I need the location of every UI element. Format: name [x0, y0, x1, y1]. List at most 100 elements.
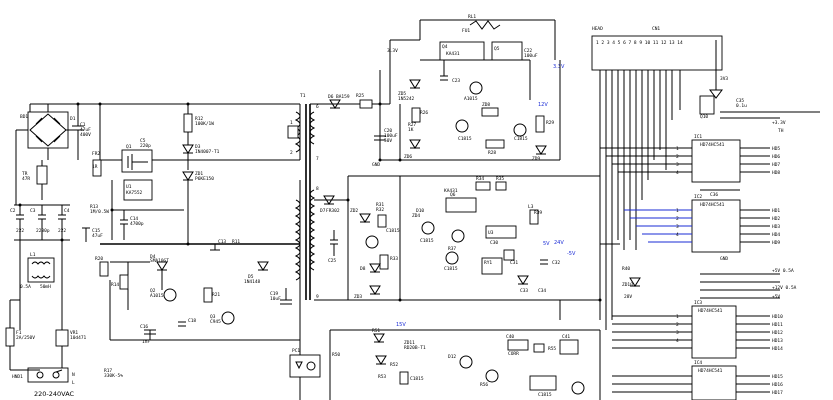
ic4-label: IC4	[694, 360, 702, 366]
svg-text:R35: R35	[496, 176, 504, 182]
svg-text:ZD5: ZD5	[398, 91, 406, 97]
svg-text:C30: C30	[490, 240, 498, 246]
svg-text:47R: 47R	[22, 176, 30, 182]
svg-text:D6: D6	[328, 94, 334, 100]
fuse-label: F1	[16, 330, 22, 336]
svg-text:HD4: HD4	[772, 232, 780, 238]
svg-text:A1015: A1015	[150, 293, 164, 299]
svg-text:1M/0.5W: 1M/0.5W	[90, 209, 109, 215]
svg-text:C1815: C1815	[410, 376, 424, 382]
ic3-label: IC3	[694, 300, 702, 306]
svg-text:4: 4	[676, 170, 679, 176]
svg-text:1R: 1R	[92, 164, 98, 170]
svg-text:R40: R40	[622, 266, 630, 272]
svg-text:Q3: Q3	[210, 314, 216, 320]
svg-text:D3: D3	[195, 144, 201, 150]
svg-text:HD9: HD9	[772, 240, 780, 246]
svg-text:C16: C16	[140, 324, 148, 330]
svg-text:L1: L1	[30, 252, 36, 258]
svg-text:1 2 3 4 5 6 7 8 9 10 11 12 13: 1 2 3 4 5 6 7 8 9 10 11 12 13 14	[596, 40, 683, 46]
output-label-c: +5V 0.5A	[772, 268, 794, 274]
svg-text:C23: C23	[452, 78, 460, 84]
svg-text:ZD4: ZD4	[412, 213, 420, 219]
gnd-label-a: GND	[372, 162, 380, 168]
svg-text:1N4148: 1N4148	[244, 279, 261, 285]
svg-text:HD13: HD13	[772, 338, 783, 344]
svg-text:100uF: 100uF	[384, 133, 398, 139]
svg-text:ZD1: ZD1	[195, 171, 203, 177]
svg-text:RD20B-T1: RD20B-T1	[404, 345, 426, 351]
svg-text:2: 2	[676, 154, 679, 160]
svg-text:R13: R13	[90, 204, 98, 210]
svg-text:ZD10: ZD10	[622, 282, 633, 288]
svg-text:C18: C18	[188, 318, 196, 324]
svg-text:R32: R32	[376, 207, 384, 213]
svg-text:ZD2: ZD2	[350, 208, 358, 214]
svg-text:HD14: HD14	[772, 346, 783, 352]
svg-text:HD6: HD6	[772, 154, 780, 160]
svg-text:1: 1	[290, 120, 293, 126]
svg-text:R29: R29	[546, 120, 554, 126]
svg-text:Q10: Q10	[700, 114, 708, 120]
input-voltage-label: 220-240VAC	[34, 390, 75, 398]
svg-text:C4: C4	[64, 208, 70, 214]
svg-text:1K: 1K	[408, 127, 414, 133]
svg-text:R11: R11	[232, 239, 240, 245]
svg-text:TR: TR	[22, 171, 28, 177]
svg-text:R26: R26	[420, 110, 428, 116]
ic2-part: HD74HC541	[700, 202, 725, 208]
svg-text:BA159: BA159	[336, 94, 350, 100]
svg-text:HD10: HD10	[772, 314, 783, 320]
svg-text:3V3: 3V3	[720, 76, 728, 82]
svg-text:C33: C33	[520, 288, 528, 294]
svg-text:FR2: FR2	[92, 151, 100, 157]
svg-text:10d471: 10d471	[70, 335, 87, 341]
svg-text:3.3V: 3.3V	[387, 48, 398, 54]
svg-text:CORR: CORR	[508, 351, 519, 357]
connector-label: CN1	[652, 26, 660, 32]
svg-text:1nF: 1nF	[142, 339, 150, 345]
transformer-label: T1	[300, 93, 306, 99]
optocoupler-symbol	[289, 354, 321, 378]
svg-text:KA431: KA431	[444, 188, 458, 194]
logic-interface-section: HEAD CN1 1 2 3 4 5 6 7 8 9 10 11 12 13 1…	[591, 26, 820, 400]
svg-text:D12: D12	[448, 354, 456, 360]
svg-text:4: 4	[676, 338, 679, 344]
svg-text:9: 9	[316, 294, 319, 300]
svg-text:C14: C14	[130, 216, 138, 222]
gnd-label-b: GND	[720, 256, 728, 262]
svg-text:50mH: 50mH	[40, 284, 51, 290]
svg-text:D8: D8	[360, 266, 366, 272]
svg-text:R53: R53	[378, 374, 386, 380]
svg-text:222: 222	[16, 228, 24, 234]
diode-bridge-symbol	[27, 111, 69, 149]
svg-text:SMA10GT: SMA10GT	[150, 258, 169, 264]
svg-text:C22: C22	[524, 48, 532, 54]
svg-text:R50: R50	[332, 352, 340, 358]
svg-text:C13: C13	[218, 239, 226, 245]
svg-text:ZD11: ZD11	[404, 340, 415, 346]
svg-text:IN4007-T1: IN4007-T1	[195, 149, 220, 155]
ic1-part: HD74HC541	[700, 142, 725, 148]
svg-text:Q4: Q4	[442, 44, 448, 50]
svg-text:C945: C945	[210, 319, 221, 325]
svg-text:U3: U3	[488, 230, 494, 236]
svg-text:R12: R12	[195, 116, 203, 122]
svg-text:1: 1	[676, 208, 679, 214]
ic4-block	[691, 365, 737, 400]
transformer-symbol: T1 12 67 89	[287, 93, 319, 300]
svg-text:R56: R56	[480, 382, 488, 388]
svg-text:C1815: C1815	[386, 228, 400, 234]
head-label: HEAD	[592, 26, 603, 32]
svg-text:U1: U1	[126, 184, 132, 190]
svg-text:FU1: FU1	[462, 28, 470, 34]
svg-text:HD3: HD3	[772, 224, 780, 230]
svg-text:C15: C15	[92, 228, 100, 234]
output-label-d: +12V 0.5A	[772, 285, 797, 291]
svg-text:C31: C31	[510, 260, 518, 266]
svg-text:HD8: HD8	[772, 170, 780, 176]
